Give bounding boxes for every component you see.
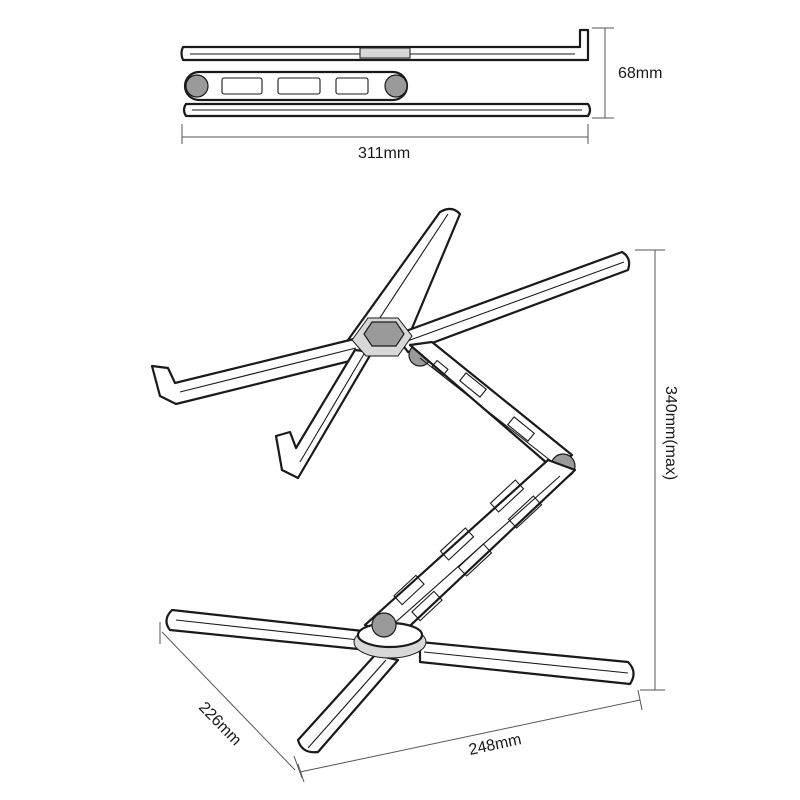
folded-height-dimension: 68mm [592,27,662,119]
base-width-label: 248mm [467,731,523,759]
folded-right-joint [384,74,408,98]
folded-height-label: 68mm [618,65,662,82]
folded-length-label: 311mm [358,145,410,162]
max-height-dimension: 340mm(max) [635,249,679,691]
folded-top-hinge [359,47,411,59]
base-depth-label: 226mm [195,699,244,749]
top-arm-left-hook [150,336,364,406]
open-stand-view [150,207,635,754]
folded-arm-slot-1 [221,77,263,95]
lower-diagonal-arm [363,458,577,642]
top-arm-back-upper [346,207,462,347]
top-hub-cap [363,321,405,347]
folded-middle-arm [183,70,409,102]
top-arm-right [393,250,631,354]
folded-top-plate [180,28,590,62]
base-depth-dimension: 226mm [159,622,303,779]
folded-stand-view [180,28,592,118]
folded-left-joint [185,74,209,98]
bottom-joint [371,612,397,638]
upper-diagonal-arm [408,340,574,472]
max-height-label: 340mm(max) [662,386,679,480]
folded-arm-slot-2 [277,77,321,95]
folded-arm-slot-3 [335,77,369,95]
folded-length-dimension: 311mm [181,124,589,162]
